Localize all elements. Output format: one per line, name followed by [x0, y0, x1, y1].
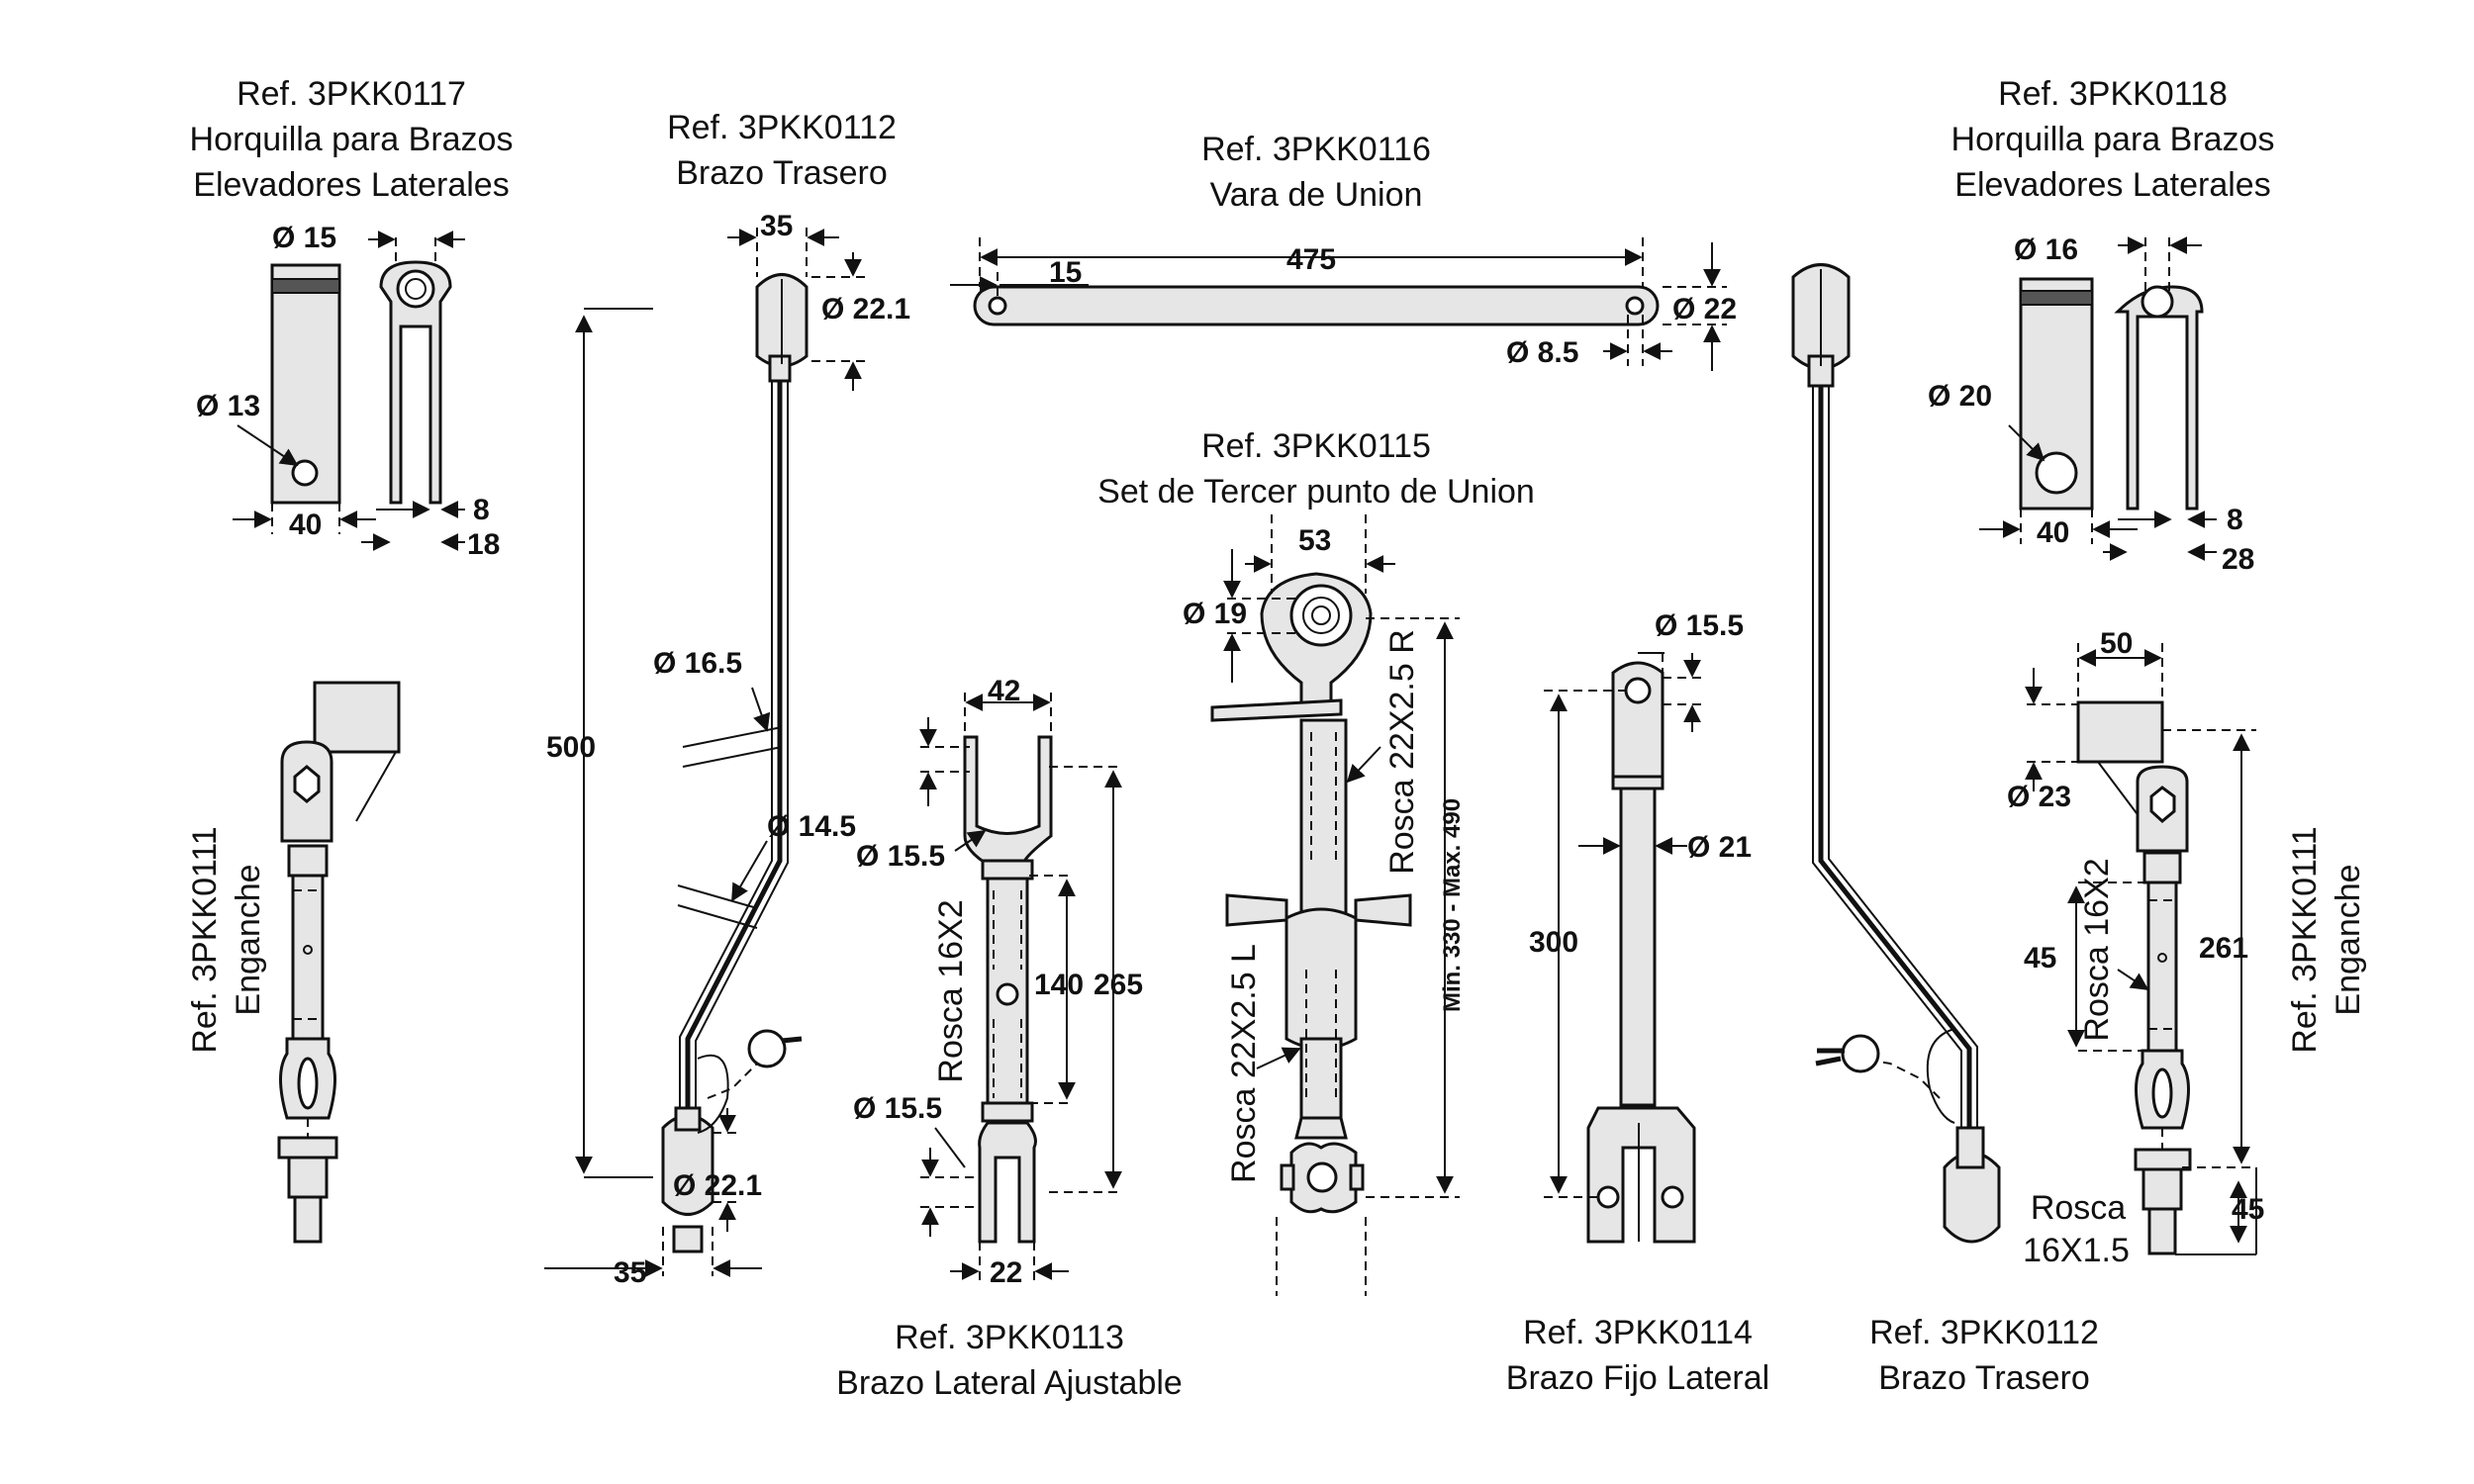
caption-3pkk0114-name: Brazo Fijo Lateral [1506, 1359, 1769, 1397]
caption-3pkk0118-ref: Ref. 3PKK0118 [1998, 75, 2228, 113]
dim-0112-d22-bot: Ø 22.1 [673, 1169, 762, 1202]
dim-0111-45-bot: 45 [2232, 1193, 2264, 1226]
dim-0118-d16: Ø 16 [2014, 233, 2078, 266]
dim-0111-50: 50 [2100, 627, 2133, 660]
dim-0117-d15: Ø 15 [272, 222, 336, 254]
caption-3pkk0111-left-ref: Ref. 3PKK0111 [186, 826, 224, 1053]
dim-0111-thread-bottom-1: Rosca [2031, 1189, 2126, 1227]
caption-3pkk0117-ref: Ref. 3PKK0117 [237, 75, 466, 113]
caption-3pkk0117-name-2: Elevadores Laterales [193, 166, 509, 204]
dim-0115-minmax: Min. 330 - Max. 490 [1439, 798, 1466, 1012]
dim-0114-300: 300 [1529, 926, 1578, 959]
caption-3pkk0117-name-1: Horquilla para Brazos [190, 121, 514, 158]
caption-3pkk0115-ref: Ref. 3PKK0115 [1201, 427, 1431, 465]
dim-0113-265: 265 [1094, 969, 1143, 1001]
caption-3pkk0111-left-name: Enganche [230, 864, 267, 1015]
captions: Ref. 3PKK0117 Horquilla para Brazos Elev… [186, 75, 2367, 1402]
part-3pkk0111-hitch-left [277, 681, 401, 1244]
dim-0118-d20: Ø 20 [1928, 380, 1992, 413]
caption-3pkk0111-right-name: Enganche [2330, 864, 2367, 1015]
caption-3pkk0116-ref: Ref. 3PKK0116 [1201, 131, 1431, 168]
part-3pkk0112-rear-arm-left: 35 Ø 22.1 500 Ø 16.5 Ø 14.5 Ø 22.1 35 [544, 210, 910, 1289]
dim-0113-22: 22 [990, 1256, 1022, 1289]
dim-0112-500: 500 [546, 731, 596, 764]
dim-0112-d14: Ø 14.5 [767, 810, 856, 843]
dim-0116-475: 475 [1286, 243, 1336, 276]
dim-0115-d19: Ø 19 [1183, 598, 1247, 630]
dim-0113-140: 140 [1034, 969, 1084, 1001]
dim-0117-18: 18 [467, 528, 500, 561]
dim-0115-thread-right: Rosca 22X2.5 R [1383, 629, 1421, 875]
part-3pkk0115-top-link: 53 Ø 19 Min. 330 - Max. 490 Rosca 22X2.5… [1183, 514, 1466, 1296]
caption-3pkk0112-bottom-name: Brazo Trasero [1878, 1359, 2090, 1397]
caption-3pkk0112-top-name: Brazo Trasero [676, 154, 888, 192]
dim-0113-thread: Rosca 16X2 [932, 899, 970, 1082]
part-3pkk0114-fixed-arm: Ø 15.5 300 Ø 21 [1529, 609, 1752, 1244]
dim-0113-d15-top: Ø 15.5 [856, 840, 945, 873]
caption-3pkk0113-name: Brazo Lateral Ajustable [836, 1364, 1183, 1402]
dim-0112-35-bot: 35 [614, 1256, 646, 1289]
dim-0114-d15: Ø 15.5 [1655, 609, 1744, 642]
dim-0117-d13: Ø 13 [196, 390, 260, 422]
part-3pkk0116-union-rod: 475 15 Ø 22 Ø 8.5 [950, 237, 1737, 371]
caption-3pkk0112-top-ref: Ref. 3PKK0112 [667, 109, 897, 146]
dim-0114-d21: Ø 21 [1687, 831, 1752, 864]
dim-0115-thread-left: Rosca 22X2.5 L [1225, 944, 1263, 1183]
caption-3pkk0118-name-2: Elevadores Laterales [1954, 166, 2270, 204]
dim-0111-thread: Rosca 16X2 [2078, 858, 2116, 1041]
caption-3pkk0113-ref: Ref. 3PKK0113 [895, 1319, 1124, 1356]
dim-0116-d22: Ø 22 [1672, 293, 1737, 325]
dim-0118-8: 8 [2227, 504, 2243, 536]
part-3pkk0113-adjustable-arm: 42 Ø 15.5 Rosca 16X2 140 265 Ø 15.5 22 [853, 675, 1143, 1289]
dim-0116-d8: Ø 8.5 [1506, 336, 1578, 369]
dim-0118-40: 40 [2037, 516, 2069, 549]
caption-3pkk0111-right-ref: Ref. 3PKK0111 [2286, 826, 2324, 1053]
dim-0111-261: 261 [2199, 932, 2248, 965]
dim-0117-8: 8 [473, 494, 490, 526]
dim-0118-28: 28 [2222, 543, 2254, 576]
caption-3pkk0112-bottom-ref: Ref. 3PKK0112 [1869, 1314, 2099, 1351]
dim-0112-35-top: 35 [760, 210, 793, 242]
caption-3pkk0116-name: Vara de Union [1210, 176, 1423, 214]
caption-3pkk0114-ref: Ref. 3PKK0114 [1523, 1314, 1753, 1351]
dim-0111-45-top: 45 [2024, 942, 2056, 974]
dim-0113-42: 42 [988, 675, 1020, 707]
part-3pkk0111-hitch-right: 50 Ø 23 Rosca 16X2 45 261 45 Rosca 16X1.… [2007, 627, 2264, 1269]
caption-3pkk0115-name: Set de Tercer punto de Union [1097, 473, 1535, 510]
dim-0112-d16: Ø 16.5 [653, 647, 742, 680]
dim-0111-d23: Ø 23 [2007, 781, 2071, 813]
dim-0113-d15-bot: Ø 15.5 [853, 1092, 942, 1125]
dim-0116-15: 15 [1049, 256, 1082, 289]
dim-0111-thread-bottom-2: 16X1.5 [2023, 1232, 2130, 1269]
part-3pkk0112-rear-arm-right [1791, 263, 2001, 1244]
dim-0117-40: 40 [289, 509, 322, 541]
part-3pkk0117-fork: Ø 15 Ø 13 40 8 18 [196, 222, 500, 561]
dim-0112-d22-top: Ø 22.1 [821, 293, 910, 325]
part-3pkk0118-fork: Ø 16 Ø 20 40 8 28 [1928, 233, 2254, 576]
dim-0115-53: 53 [1298, 524, 1331, 557]
caption-3pkk0118-name-1: Horquilla para Brazos [1951, 121, 2275, 158]
